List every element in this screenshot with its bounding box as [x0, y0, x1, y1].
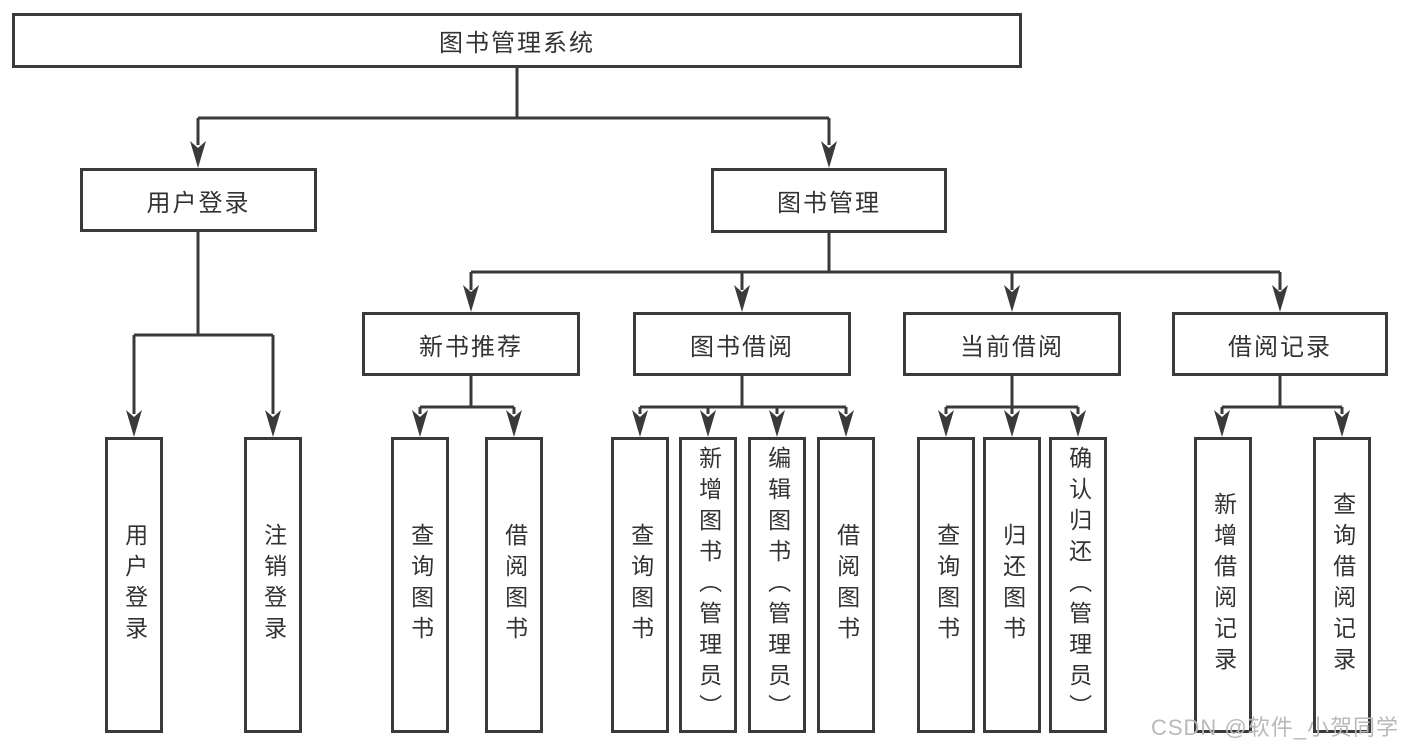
node-root: 图书管理系统 — [12, 13, 1022, 68]
leaf-label: 查询图书 — [933, 523, 960, 647]
leaf-edit-book-admin: 编辑图书（管理员） — [748, 437, 806, 733]
leaf-query-books-current: 查询图书 — [917, 437, 975, 733]
arrowheads — [126, 141, 1350, 437]
leaf-return-book: 归还图书 — [983, 437, 1041, 733]
leaf-label: 查询借阅记录 — [1329, 492, 1356, 678]
leaf-label: 用户登录 — [121, 523, 148, 647]
leaf-label: 归还图书 — [999, 523, 1026, 647]
node-book-management: 图书管理 — [711, 168, 947, 233]
leaf-query-books-borrow: 查询图书 — [611, 437, 669, 733]
leaf-logout: 注销登录 — [244, 437, 302, 733]
leaf-add-book-admin: 新增图书（管理员） — [679, 437, 737, 733]
leaf-label: 确认归还（管理员） — [1065, 445, 1092, 725]
leaf-label: 借阅图书 — [501, 523, 528, 647]
leaf-query-books-recommend: 查询图书 — [391, 437, 449, 733]
node-user-login: 用户登录 — [80, 168, 317, 232]
node-borrow-records: 借阅记录 — [1172, 312, 1388, 376]
leaf-add-borrow-record: 新增借阅记录 — [1194, 437, 1252, 733]
leaf-query-borrow-record: 查询借阅记录 — [1313, 437, 1371, 733]
leaf-label: 查询图书 — [407, 523, 434, 647]
leaf-confirm-return-admin: 确认归还（管理员） — [1049, 437, 1107, 733]
leaf-user-login: 用户登录 — [105, 437, 163, 733]
leaf-label: 新增图书（管理员） — [695, 445, 722, 725]
leaf-borrow-books: 借阅图书 — [817, 437, 875, 733]
node-book-borrow: 图书借阅 — [633, 312, 851, 376]
leaf-label: 新增借阅记录 — [1210, 492, 1237, 678]
leaf-label: 查询图书 — [627, 523, 654, 647]
leaf-label: 借阅图书 — [833, 523, 860, 647]
leaf-label: 编辑图书（管理员） — [764, 445, 791, 725]
csdn-watermark: CSDN @软件_小贺同学 — [1150, 715, 1399, 740]
node-current-borrow: 当前借阅 — [903, 312, 1121, 376]
leaf-borrow-books-recommend: 借阅图书 — [485, 437, 543, 733]
node-new-book-recommend: 新书推荐 — [362, 312, 580, 376]
leaf-label: 注销登录 — [260, 523, 287, 647]
